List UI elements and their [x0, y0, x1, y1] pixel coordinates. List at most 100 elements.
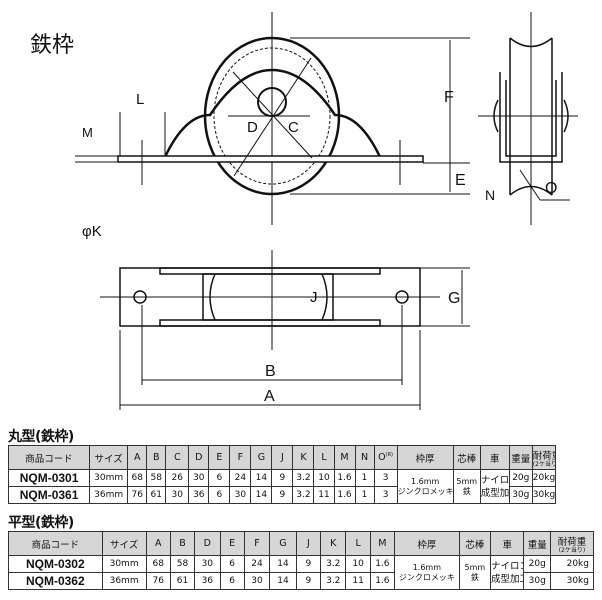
- header-cell: サイズ: [101, 531, 147, 556]
- label-M: M: [82, 125, 93, 140]
- dim-cell: 24: [229, 469, 252, 487]
- dim-cell: 1.6: [333, 469, 356, 487]
- header-cell: C: [165, 445, 190, 470]
- flat-title: 平型(鉄枠): [8, 515, 74, 531]
- dim-cell: 36: [188, 486, 210, 504]
- load-note: (2ケ当り): [558, 546, 586, 554]
- dim-cell: 3.2: [292, 469, 315, 487]
- dim-cell: 30: [243, 572, 271, 590]
- label-F: F: [444, 89, 454, 106]
- size-cell: 36mm: [89, 486, 129, 504]
- wheel: ナイロン成型加工: [489, 555, 525, 590]
- dim-cell: 58: [146, 469, 167, 487]
- load-cell: 30kg: [550, 572, 594, 590]
- dim-cell: 9: [295, 572, 322, 590]
- header-cell: B: [169, 531, 196, 556]
- header-cell: D: [194, 531, 221, 556]
- label-L: L: [136, 91, 144, 108]
- weight-cell: 20g: [508, 469, 533, 487]
- dim-cell: 11: [313, 486, 335, 504]
- header-cell: G: [250, 445, 273, 470]
- dim-cell: 10: [345, 555, 371, 573]
- product-code: NQM-0301: [7, 469, 91, 487]
- header-cell: L: [313, 445, 335, 470]
- round-title: 丸型(鉄枠): [8, 429, 74, 445]
- load-cell: 20kg: [550, 555, 594, 573]
- front-view: [75, 12, 470, 225]
- label-C: C: [288, 119, 299, 136]
- dim-cell: 68: [127, 469, 148, 487]
- dim-cell: 14: [250, 486, 273, 504]
- header-cell: L: [345, 531, 371, 556]
- wheel: ナイロン成型加工: [479, 469, 510, 504]
- dim-cell: 9: [271, 469, 294, 487]
- weight-cell: 20g: [523, 555, 552, 573]
- size-cell: 30mm: [101, 555, 147, 573]
- label-O: O: [545, 180, 557, 197]
- dim-cell: 3.2: [292, 486, 315, 504]
- dim-cell: 61: [169, 572, 196, 590]
- dim-cell: 30: [229, 486, 252, 504]
- dim-cell: 1: [354, 469, 375, 487]
- header-cell: E: [208, 445, 231, 470]
- header-cell: 商品コード: [7, 445, 91, 470]
- header-cell: 重量: [508, 445, 533, 470]
- header-cell: 芯棒: [452, 445, 481, 470]
- header-cell: 重量: [523, 531, 552, 556]
- side-view: [478, 12, 578, 225]
- header-cell: F: [229, 445, 252, 470]
- header-cell: A: [127, 445, 148, 470]
- dim-cell: 3.2: [320, 572, 347, 590]
- dim-cell: 68: [145, 555, 171, 573]
- header-cell: O(R): [373, 445, 398, 470]
- header-cell: サイズ: [89, 445, 129, 470]
- dim-cell: 10: [313, 469, 335, 487]
- label-E: E: [455, 172, 466, 189]
- weight-cell: 30g: [508, 486, 533, 504]
- load-cell: 20kg: [531, 469, 556, 487]
- dim-cell: 1.6: [369, 555, 396, 573]
- header-cell: G: [269, 531, 297, 556]
- dim-cell: 24: [243, 555, 271, 573]
- dim-cell: 3: [373, 469, 398, 487]
- header-cell: 枠厚: [394, 531, 460, 556]
- dim-cell: 36: [194, 572, 221, 590]
- header-cell: N: [354, 445, 375, 470]
- drawing-title: 鉄枠: [30, 32, 74, 57]
- dim-cell: 6: [219, 572, 245, 590]
- dim-cell: 14: [269, 572, 297, 590]
- dim-cell: 30: [188, 469, 210, 487]
- header-cell: 耐荷重(2ケ当り): [550, 531, 594, 556]
- product-code: NQM-0361: [7, 486, 91, 504]
- header-cell: K: [320, 531, 347, 556]
- dim-cell: 26: [165, 469, 190, 487]
- header-cell: B: [146, 445, 167, 470]
- dim-cell: 6: [219, 555, 245, 573]
- round-spec-table: 商品コードサイズABCDEFGJKLMNO(R)枠厚芯棒車重量耐荷重(2ケ当り)…: [7, 445, 594, 504]
- label-A: A: [264, 388, 275, 405]
- load-cell: 30kg: [531, 486, 556, 504]
- label-D: D: [247, 119, 258, 136]
- header-cell: 車: [479, 445, 510, 470]
- label-J: J: [310, 289, 318, 306]
- header-cell: 耐荷重(2ケ当り): [531, 445, 556, 470]
- header-cell: A: [145, 531, 171, 556]
- dim-cell: 76: [127, 486, 148, 504]
- header-cell: 商品コード: [8, 531, 103, 556]
- header-cell: D: [188, 445, 210, 470]
- dim-cell: 6: [208, 486, 231, 504]
- header-cell: 車: [489, 531, 525, 556]
- label-G: G: [448, 290, 460, 307]
- dim-cell: 3.2: [320, 555, 347, 573]
- product-code: NQM-0362: [8, 572, 103, 590]
- label-B: B: [265, 363, 276, 380]
- dim-cell: 76: [145, 572, 171, 590]
